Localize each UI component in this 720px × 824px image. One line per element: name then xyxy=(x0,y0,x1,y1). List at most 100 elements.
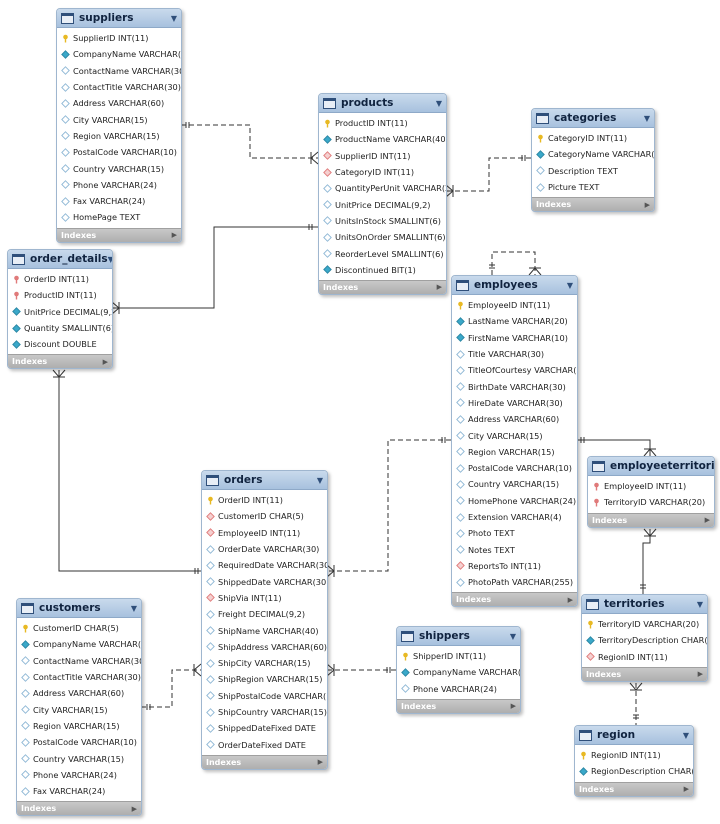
indexes-footer[interactable]: Indexes▶ xyxy=(8,354,112,369)
table-header[interactable]: customers▼ xyxy=(17,599,141,618)
indexes-footer[interactable]: Indexes▶ xyxy=(588,512,714,527)
column-row[interactable]: SupplierID INT(11) xyxy=(319,148,446,164)
column-row[interactable]: Address VARCHAR(60) xyxy=(17,685,141,701)
column-row[interactable]: SupplierID INT(11) xyxy=(57,30,181,46)
column-row[interactable]: Discount DOUBLE xyxy=(8,336,112,352)
expand-arrow-icon[interactable]: ▶ xyxy=(510,702,516,711)
column-row[interactable]: Discontinued BIT(1) xyxy=(319,262,446,278)
indexes-footer[interactable]: Indexes▶ xyxy=(532,197,654,212)
column-row[interactable]: ProductName VARCHAR(40) xyxy=(319,131,446,147)
table-header[interactable]: employeeterritories▼ xyxy=(588,457,714,476)
column-row[interactable]: OrderDate VARCHAR(30) xyxy=(202,541,327,557)
expand-arrow-icon[interactable]: ▶ xyxy=(171,231,177,240)
column-row[interactable]: CategoryID INT(11) xyxy=(319,164,446,180)
column-row[interactable]: ShipRegion VARCHAR(15) xyxy=(202,671,327,687)
column-row[interactable]: QuantityPerUnit VARCHAR(20) xyxy=(319,180,446,196)
column-row[interactable]: CompanyName VARCHAR(40) xyxy=(57,46,181,62)
column-row[interactable]: Title VARCHAR(30) xyxy=(452,346,577,362)
column-row[interactable]: ShipPostalCode VARCHAR(10) xyxy=(202,688,327,704)
column-row[interactable]: ShippedDate VARCHAR(30) xyxy=(202,573,327,589)
collapse-icon[interactable]: ▼ xyxy=(643,113,650,123)
column-row[interactable]: ProductID INT(11) xyxy=(319,115,446,131)
expand-arrow-icon[interactable]: ▶ xyxy=(567,595,573,604)
table-customers[interactable]: customers▼CustomerID CHAR(5)CompanyName … xyxy=(16,598,142,817)
column-row[interactable]: ContactTitle VARCHAR(30) xyxy=(57,79,181,95)
column-row[interactable]: CustomerID CHAR(5) xyxy=(202,508,327,524)
column-row[interactable]: Phone VARCHAR(24) xyxy=(57,177,181,193)
column-row[interactable]: HireDate VARCHAR(30) xyxy=(452,395,577,411)
column-row[interactable]: City VARCHAR(15) xyxy=(452,427,577,443)
table-header[interactable]: region▼ xyxy=(575,726,693,745)
collapse-icon[interactable]: ▼ xyxy=(682,730,689,740)
table-header[interactable]: employees▼ xyxy=(452,276,577,295)
column-row[interactable]: Country VARCHAR(15) xyxy=(17,750,141,766)
column-row[interactable]: HomePhone VARCHAR(24) xyxy=(452,493,577,509)
column-row[interactable]: Address VARCHAR(60) xyxy=(452,411,577,427)
column-row[interactable]: ContactTitle VARCHAR(30) xyxy=(17,669,141,685)
collapse-icon[interactable]: ▼ xyxy=(566,280,573,290)
column-row[interactable]: OrderID INT(11) xyxy=(202,492,327,508)
indexes-footer[interactable]: Indexes▶ xyxy=(397,698,520,713)
indexes-footer[interactable]: Indexes▶ xyxy=(582,666,707,681)
column-row[interactable]: City VARCHAR(15) xyxy=(17,701,141,717)
column-row[interactable]: PostalCode VARCHAR(10) xyxy=(57,144,181,160)
column-row[interactable]: Region VARCHAR(15) xyxy=(17,718,141,734)
column-row[interactable]: RegionDescription CHAR(50) xyxy=(575,763,693,779)
collapse-icon[interactable]: ▼ xyxy=(696,599,703,609)
column-row[interactable]: Extension VARCHAR(4) xyxy=(452,509,577,525)
indexes-footer[interactable]: Indexes▶ xyxy=(319,279,446,294)
column-row[interactable]: OrderDateFixed DATE xyxy=(202,736,327,752)
column-row[interactable]: Fax VARCHAR(24) xyxy=(57,193,181,209)
collapse-icon[interactable]: ▼ xyxy=(509,631,516,641)
column-row[interactable]: CustomerID CHAR(5) xyxy=(17,620,141,636)
column-row[interactable]: Fax VARCHAR(24) xyxy=(17,783,141,799)
column-row[interactable]: ContactName VARCHAR(30) xyxy=(57,63,181,79)
expand-arrow-icon[interactable]: ▶ xyxy=(131,804,137,813)
column-row[interactable]: City VARCHAR(15) xyxy=(57,111,181,127)
indexes-footer[interactable]: Indexes▶ xyxy=(202,754,327,769)
table-header[interactable]: products▼ xyxy=(319,94,446,113)
column-row[interactable]: LastName VARCHAR(20) xyxy=(452,313,577,329)
column-row[interactable]: ShipCity VARCHAR(15) xyxy=(202,655,327,671)
collapse-icon[interactable]: ▼ xyxy=(108,255,112,264)
column-row[interactable]: PostalCode VARCHAR(10) xyxy=(17,734,141,750)
column-row[interactable]: Phone VARCHAR(24) xyxy=(397,681,520,697)
column-row[interactable]: ProductID INT(11) xyxy=(8,287,112,303)
column-row[interactable]: TerritoryID VARCHAR(20) xyxy=(582,616,707,632)
column-row[interactable]: ReportsTo INT(11) xyxy=(452,558,577,574)
table-shippers[interactable]: shippers▼ShipperID INT(11)CompanyName VA… xyxy=(396,626,521,714)
column-row[interactable]: CompanyName VARCHAR(40) xyxy=(397,664,520,680)
expand-arrow-icon[interactable]: ▶ xyxy=(644,200,650,209)
expand-arrow-icon[interactable]: ▶ xyxy=(697,670,703,679)
table-employees[interactable]: employees▼ EmployeeID INT(11)LastName VAR… xyxy=(451,275,578,608)
column-row[interactable]: Freight DECIMAL(9,2) xyxy=(202,606,327,622)
column-row[interactable]: Quantity SMALLINT(6) xyxy=(8,320,112,336)
column-row[interactable]: RegionID INT(11) xyxy=(582,649,707,665)
table-order-details[interactable]: order_details▼ OrderID INT(11)ProductID I… xyxy=(7,249,113,370)
column-row[interactable]: ReorderLevel SMALLINT(6) xyxy=(319,245,446,261)
column-row[interactable]: ShipCountry VARCHAR(15) xyxy=(202,704,327,720)
column-row[interactable]: ContactName VARCHAR(30) xyxy=(17,653,141,669)
column-row[interactable]: CategoryName VARCHAR(15) xyxy=(532,146,654,162)
column-row[interactable]: RegionID INT(11) xyxy=(575,747,693,763)
column-row[interactable]: ShipName VARCHAR(40) xyxy=(202,622,327,638)
column-row[interactable]: EmployeeID INT(11) xyxy=(202,525,327,541)
table-header[interactable]: order_details▼ xyxy=(8,250,112,269)
column-row[interactable]: ShipAddress VARCHAR(60) xyxy=(202,639,327,655)
table-region[interactable]: region▼ RegionID INT(11)RegionDescription… xyxy=(574,725,694,797)
column-row[interactable]: Country VARCHAR(15) xyxy=(57,160,181,176)
expand-arrow-icon[interactable]: ▶ xyxy=(102,357,108,366)
column-row[interactable]: OrderID INT(11) xyxy=(8,271,112,287)
column-row[interactable]: Picture TEXT xyxy=(532,179,654,195)
table-header[interactable]: suppliers▼ xyxy=(57,9,181,28)
column-row[interactable]: ShipVia INT(11) xyxy=(202,590,327,606)
column-row[interactable]: TerritoryID VARCHAR(20) xyxy=(588,494,714,510)
table-header[interactable]: orders▼ xyxy=(202,471,327,490)
expand-arrow-icon[interactable]: ▶ xyxy=(436,283,442,292)
table-territories[interactable]: territories▼TerritoryID VARCHAR(20)Terri… xyxy=(581,594,708,682)
column-row[interactable]: ShippedDateFixed DATE xyxy=(202,720,327,736)
indexes-footer[interactable]: Indexes▶ xyxy=(575,781,693,796)
column-row[interactable]: Photo TEXT xyxy=(452,525,577,541)
column-row[interactable]: TerritoryDescription CHAR(50) xyxy=(582,632,707,648)
column-row[interactable]: EmployeeID INT(11) xyxy=(452,297,577,313)
